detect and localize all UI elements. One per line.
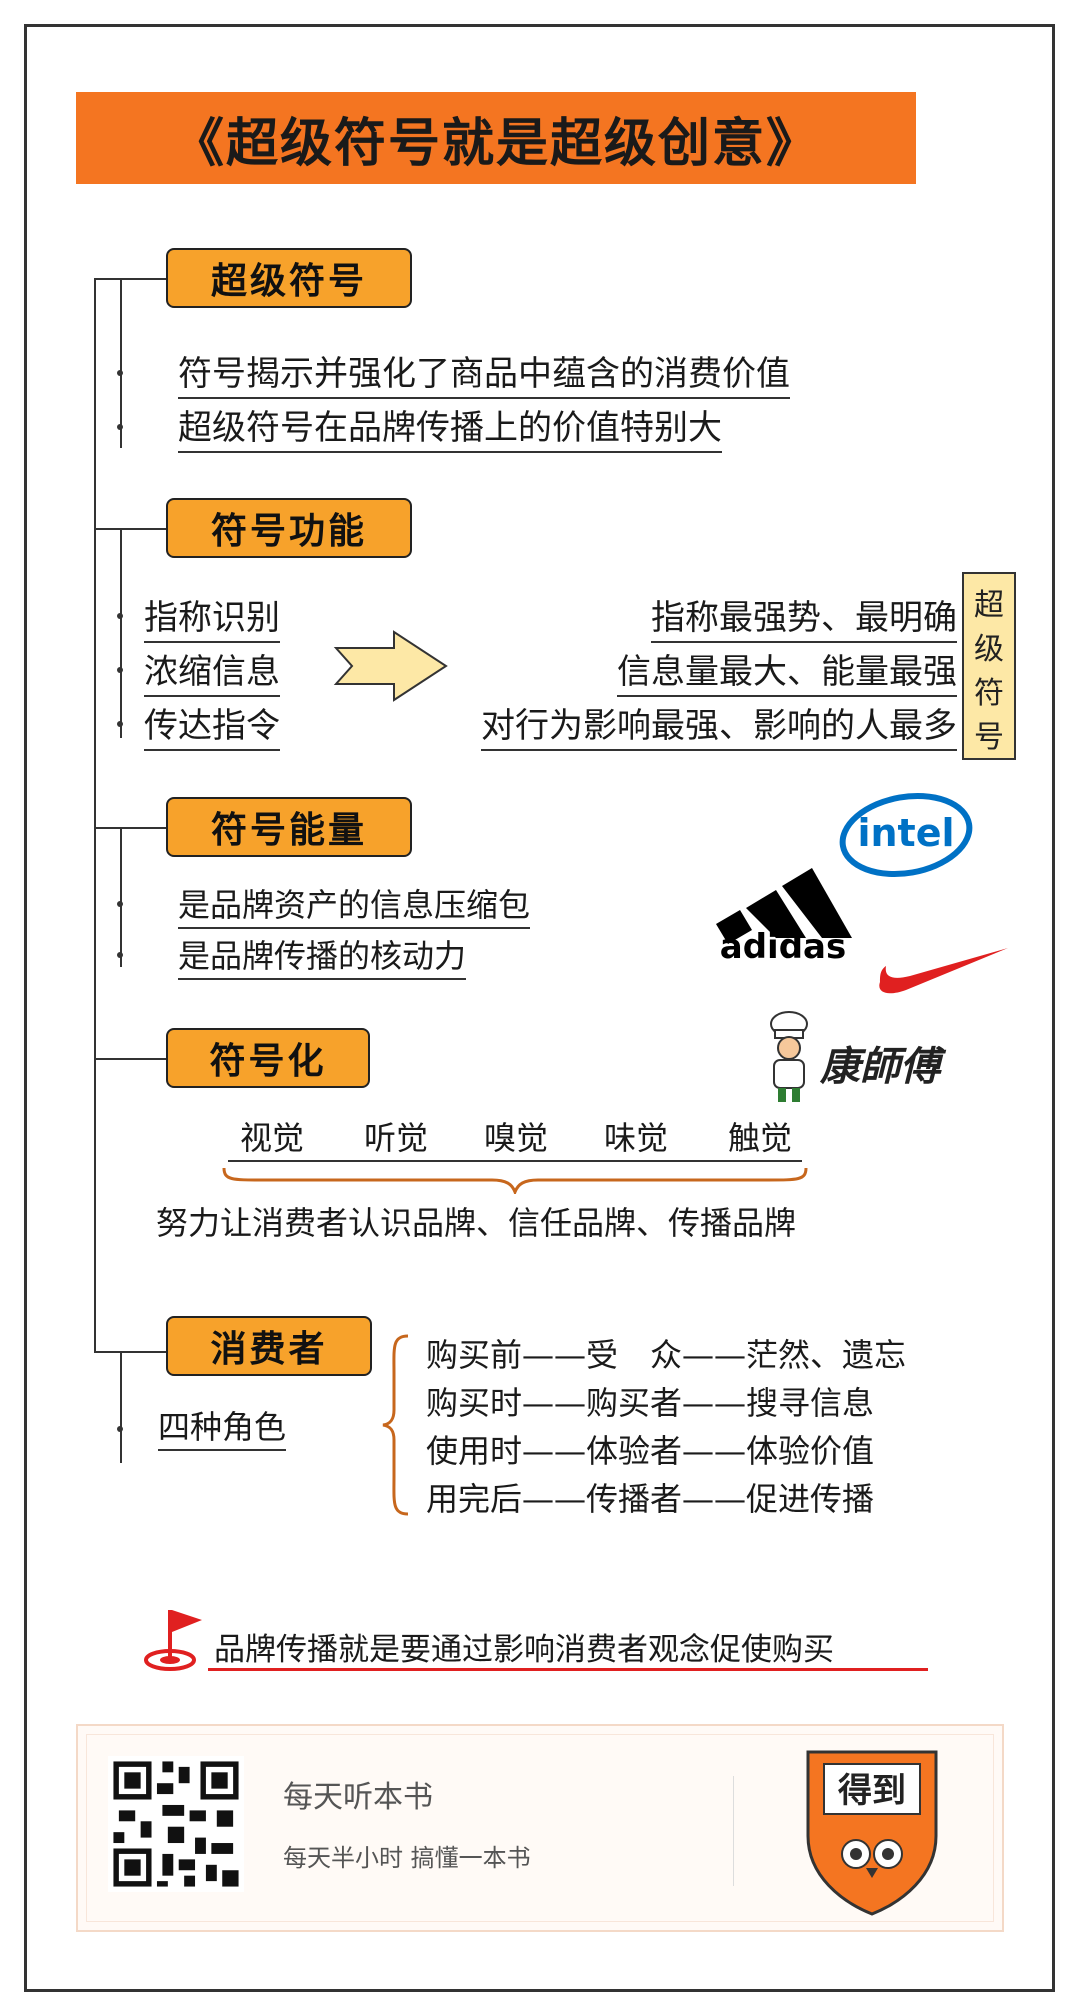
curly-brace-icon	[222, 1167, 808, 1194]
sub-trunk-1	[120, 278, 122, 448]
s1-line-2: 超级符号在品牌传播上的价值特别大	[178, 400, 722, 453]
bullet	[117, 721, 123, 727]
footer-subtitle: 每天半小时 搞懂一本书	[283, 1844, 531, 1872]
branch-2	[94, 528, 166, 530]
sense-taste: 味觉	[604, 1119, 669, 1157]
role-during-use: 使用时——体验者——体验价值	[426, 1432, 875, 1470]
s2-right-2: 信息量最大、能量最强	[617, 644, 957, 697]
branch-3	[94, 827, 166, 829]
intel-logo: intel	[839, 792, 973, 878]
role-before-purchase: 购买前——受 众——茫然、遗忘	[426, 1336, 907, 1374]
svg-text:intel: intel	[857, 811, 954, 855]
branch-4	[94, 1058, 166, 1060]
red-flag-icon	[144, 1610, 202, 1671]
four-roles-label: 四种角色	[158, 1402, 287, 1451]
svg-text:adidas: adidas	[720, 927, 846, 962]
page-frame	[24, 24, 1055, 1992]
s1-line-1: 符号揭示并强化了商品中蕴含的消费价值	[178, 346, 790, 399]
sense-touch: 触觉	[728, 1119, 793, 1157]
role-during-purchase: 购买时——购买者——搜寻信息	[426, 1384, 875, 1422]
page-title: 《超级符号就是超级创意》	[171, 112, 820, 174]
nike-swoosh-logo	[879, 948, 1008, 994]
s2-right-1: 指称最强势、最明确	[651, 590, 957, 643]
sub-trunk-5	[120, 1351, 122, 1463]
super-symbol-box: 超 级 符 号	[962, 572, 1016, 760]
box-char: 超	[974, 588, 1004, 623]
footer-divider	[733, 1776, 734, 1886]
arrow-right-icon	[333, 630, 448, 702]
chef-mascot-icon	[770, 1011, 808, 1102]
sense-smell: 嗅觉	[484, 1119, 549, 1157]
role-after-use: 用完后——传播者——促进传播	[426, 1480, 875, 1518]
tag-super-symbol: 超级符号	[166, 248, 412, 308]
mindmap-trunk	[94, 278, 96, 1351]
sub-trunk-2	[120, 528, 122, 738]
s3-line-2: 是品牌传播的核动力	[178, 931, 467, 980]
footer-title: 每天听本书	[283, 1780, 433, 1815]
conclusion-underline	[208, 1668, 928, 1671]
conclusion-text: 品牌传播就是要通过影响消费者观念促使购买	[214, 1632, 834, 1668]
qr-code[interactable]	[108, 1756, 244, 1892]
s3-line-1: 是品牌资产的信息压缩包	[178, 880, 531, 929]
s2-left-1: 指称识别	[144, 590, 280, 643]
s4-summary: 努力让消费者认识品牌、信任品牌、传播品牌	[156, 1204, 797, 1242]
s2-left-2: 浓缩信息	[144, 644, 280, 697]
branch-5	[94, 1351, 166, 1353]
footer-card: 每天听本书 每天半小时 搞懂一本书 得到	[76, 1724, 1004, 1932]
box-char: 符	[974, 676, 1004, 711]
footer-inner-border	[86, 1734, 994, 1922]
bullet	[117, 370, 123, 376]
adidas-logo: adidas	[716, 868, 852, 962]
left-brace-icon	[382, 1334, 409, 1516]
senses-underline	[228, 1160, 802, 1162]
tag-symbol-function: 符号功能	[166, 498, 412, 558]
bullet	[117, 424, 123, 430]
s2-left-3: 传达指令	[144, 698, 280, 751]
branch-1	[94, 278, 166, 280]
bullet	[117, 667, 123, 673]
bullet	[117, 901, 123, 907]
box-char: 号	[974, 720, 1004, 755]
sub-trunk-3	[120, 827, 122, 967]
box-char: 级	[974, 632, 1004, 667]
title-banner: 《超级符号就是超级创意》	[76, 92, 916, 184]
tag-symbolization: 符号化	[166, 1028, 370, 1088]
sense-hearing: 听觉	[364, 1119, 429, 1157]
kangshifu-logo: 康師傅	[820, 1043, 940, 1090]
s2-right-3: 对行为影响最强、影响的人最多	[481, 698, 957, 751]
bullet	[117, 1426, 123, 1432]
svg-text:得到: 得到	[837, 1771, 906, 1811]
sense-sight: 视觉	[240, 1119, 305, 1157]
dedao-shield-logo: 得到	[806, 1750, 938, 1916]
tag-consumer: 消费者	[166, 1316, 372, 1376]
bullet	[117, 952, 123, 958]
tag-symbol-energy: 符号能量	[166, 797, 412, 857]
bullet	[117, 613, 123, 619]
